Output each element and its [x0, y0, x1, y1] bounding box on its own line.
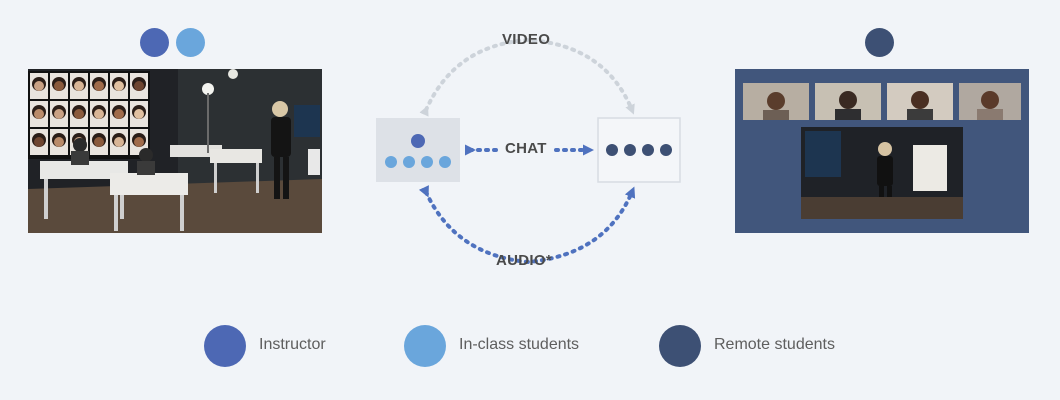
- legend-in-class-dot: [404, 325, 446, 367]
- video-wall-face: [94, 81, 104, 91]
- video-label: VIDEO: [502, 31, 551, 48]
- legend-instructor-dot: [204, 325, 246, 367]
- legend-remote-label: Remote students: [714, 336, 835, 353]
- node-remote-dot: [624, 144, 636, 156]
- chat-label: CHAT: [505, 140, 547, 157]
- video-wall-face: [34, 137, 44, 147]
- video-wall-face: [34, 81, 44, 91]
- video-wall-face: [94, 137, 104, 147]
- video-arc: [419, 37, 635, 117]
- node-in-class-dot: [403, 156, 415, 168]
- node-in-class-dot: [439, 156, 451, 168]
- video-wall-face: [74, 81, 84, 91]
- node-remote-dot: [660, 144, 672, 156]
- node-in-class-dot: [385, 156, 397, 168]
- node-in-class-dot: [421, 156, 433, 168]
- video-wall-face: [134, 109, 144, 119]
- video-call-panel: [735, 69, 1029, 233]
- instructor-indicator-dot: [140, 28, 169, 57]
- classroom-photo: [28, 69, 322, 233]
- legend-remote-dot: [659, 325, 701, 367]
- video-wall-face: [54, 109, 64, 119]
- video-wall-face: [134, 137, 144, 147]
- in-class-indicator-dot: [176, 28, 205, 57]
- video-wall-face: [54, 137, 64, 147]
- video-wall-face: [94, 109, 104, 119]
- audio-label: AUDIO*: [496, 252, 552, 269]
- video-wall-face: [114, 81, 124, 91]
- video-wall-face: [114, 109, 124, 119]
- node-remote-dot: [606, 144, 618, 156]
- video-wall-face: [134, 81, 144, 91]
- node-instructor-dot: [411, 134, 425, 148]
- in-class-node-box: [376, 118, 460, 182]
- video-wall-face: [54, 81, 64, 91]
- node-remote-dot: [642, 144, 654, 156]
- video-wall-face: [34, 109, 44, 119]
- remote-indicator-dot: [865, 28, 894, 57]
- legend-instructor-label: Instructor: [259, 336, 326, 353]
- audio-arc: [418, 185, 636, 265]
- video-wall-face: [114, 137, 124, 147]
- legend-in-class-label: In-class students: [459, 336, 580, 353]
- video-wall-face: [74, 109, 84, 119]
